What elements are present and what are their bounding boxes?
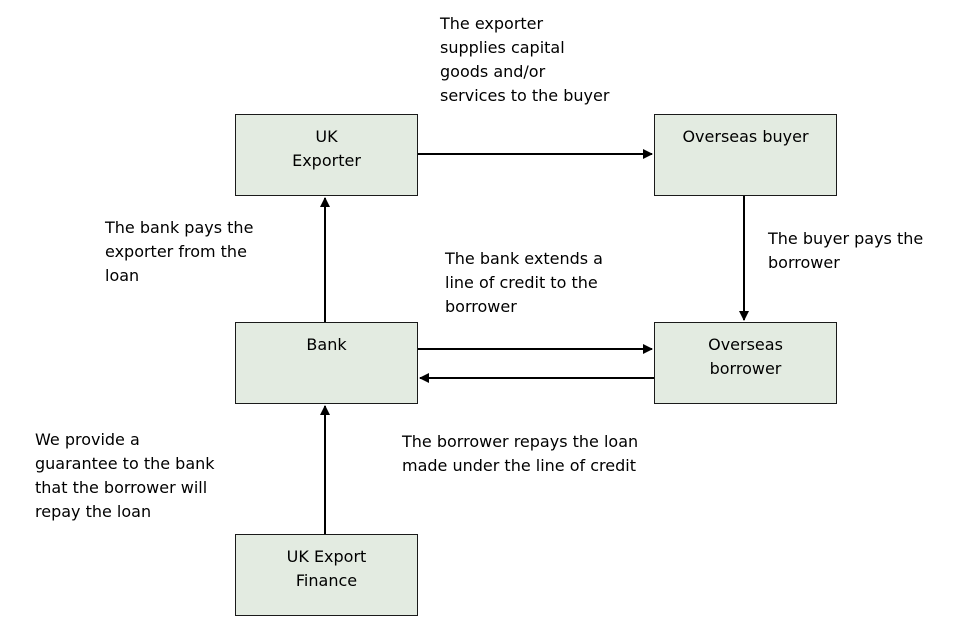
overseas-buyer-line-1: Overseas buyer [682, 127, 809, 146]
exporter-supplies-line-4: services to the buyer [440, 86, 610, 105]
overseas-borrower-line-1: Overseas [708, 335, 783, 354]
borrower-repays-line-1: The borrower repays the loan [402, 432, 639, 451]
we-provide-line-3: that the borrower will [35, 478, 208, 497]
bank-pays-line-1: The bank pays the [105, 218, 254, 237]
ukef-line-1: UK Export [286, 547, 367, 566]
bank-pays-label: The bank pays the exporter from the loan [105, 216, 253, 288]
bank-line-1: Bank [306, 335, 347, 354]
buyer-pays-line-2: borrower [768, 253, 840, 272]
bank-pays-line-3: loan [105, 266, 140, 285]
borrower-repays-line-2: made under the line of credit [402, 456, 636, 475]
we-provide-line-2: guarantee to the bank [35, 454, 215, 473]
bank-extends-line-2: line of credit to the [445, 273, 598, 292]
buyer-pays-line-1: The buyer pays the [768, 229, 924, 248]
exporter-supplies-line-2: supplies capital [440, 38, 565, 57]
uk-exporter-line-1: UK [315, 127, 338, 146]
uk-exporter-box: UK Exporter [235, 114, 418, 196]
bank-pays-line-2: exporter from the [105, 242, 247, 261]
exporter-supplies-line-1: The exporter [440, 14, 544, 33]
borrower-repays-label: The borrower repays the loan made under … [402, 430, 638, 478]
bank-box: Bank [235, 322, 418, 404]
buyer-pays-label: The buyer pays the borrower [768, 227, 923, 275]
exporter-supplies-line-3: goods and/or [440, 62, 546, 81]
overseas-borrower-box: Overseas borrower [654, 322, 837, 404]
uk-export-finance-box: UK Export Finance [235, 534, 418, 616]
bank-extends-line-1: The bank extends a [445, 249, 603, 268]
we-provide-line-4: repay the loan [35, 502, 152, 521]
overseas-borrower-line-2: borrower [709, 359, 782, 378]
bank-extends-line-3: borrower [445, 297, 517, 316]
ukef-line-2: Finance [295, 571, 358, 590]
exporter-supplies-label: The exporter supplies capital goods and/… [440, 12, 609, 108]
we-provide-label: We provide a guarantee to the bank that … [35, 428, 215, 524]
overseas-buyer-box: Overseas buyer [654, 114, 837, 196]
uk-exporter-line-2: Exporter [292, 151, 361, 170]
bank-extends-label: The bank extends a line of credit to the… [445, 247, 603, 319]
we-provide-line-1: We provide a [35, 430, 140, 449]
